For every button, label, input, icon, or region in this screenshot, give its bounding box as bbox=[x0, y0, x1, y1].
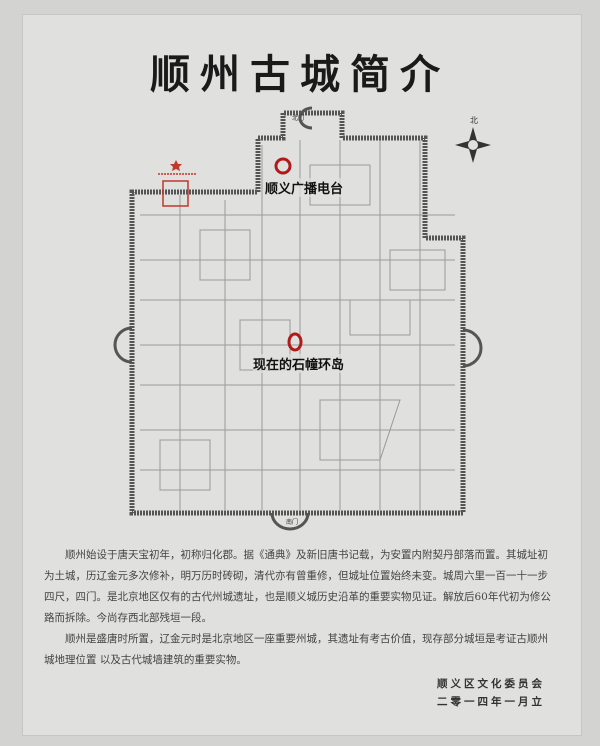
south-gate-label: 南门 bbox=[286, 519, 299, 526]
signboard bbox=[22, 14, 582, 736]
city-wall bbox=[129, 110, 466, 516]
marker-circle-radio bbox=[274, 157, 292, 175]
signature-date: 二零一四年一月立 bbox=[437, 696, 545, 708]
page-title: 顺州古城简介 bbox=[150, 51, 450, 98]
north-compass-icon bbox=[455, 127, 491, 163]
north-label: 北 bbox=[470, 116, 478, 125]
intro-paragraph: 顺州是盛唐时所置，辽金元时是北京地区一座重要州城，其遗址有考古价值，现存部分城垣… bbox=[44, 633, 548, 666]
intro-text: 顺州始设于唐天宝初年，初称归化郡。据《通典》及新旧唐书记载，为安置内附契丹部落而… bbox=[44, 545, 558, 671]
star-icon bbox=[170, 160, 182, 171]
north-gate-label: 北门 bbox=[292, 115, 305, 122]
marker-label-roundabout: 现在的石幢环岛 bbox=[253, 354, 345, 373]
site-marker bbox=[158, 160, 196, 207]
marker-circle-roundabout bbox=[287, 332, 303, 352]
intro-paragraph: 顺州始设于唐天宝初年，初称归化郡。据《通典》及新旧唐书记载，为安置内附契丹部落而… bbox=[44, 549, 551, 624]
streets bbox=[140, 140, 455, 510]
signature-org: 顺义区文化委员会 bbox=[437, 678, 545, 690]
marker-label-radio: 顺义广播电台 bbox=[265, 178, 344, 197]
gates bbox=[113, 106, 483, 531]
